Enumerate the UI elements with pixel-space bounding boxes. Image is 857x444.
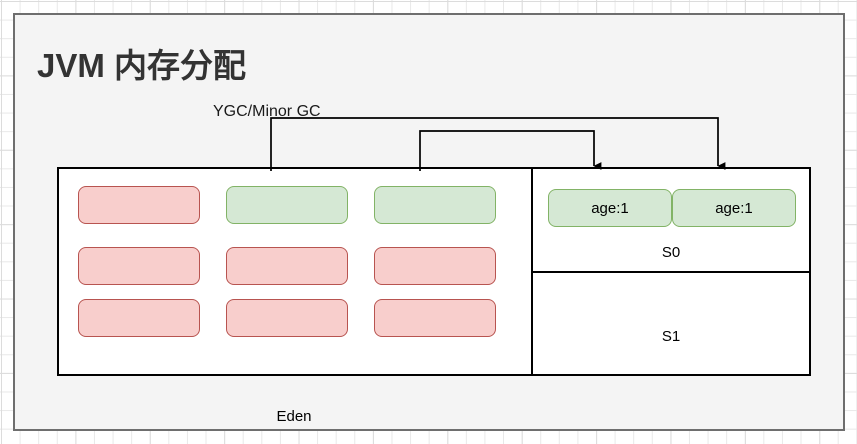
- eden-object-6[interactable]: [374, 247, 496, 285]
- eden-object-2[interactable]: [226, 186, 348, 224]
- eden-object-1[interactable]: [78, 186, 200, 224]
- survivor-object-1[interactable]: age:1: [548, 189, 672, 227]
- survivor-0-1-divider: [531, 271, 811, 273]
- eden-object-4[interactable]: [78, 247, 200, 285]
- survivor-object-2[interactable]: age:1: [672, 189, 796, 227]
- diagram-page: JVM 内存分配 YGC/Minor GC age:1 age:1 S0 S1 …: [13, 13, 845, 431]
- eden-object-7[interactable]: [78, 299, 200, 337]
- ygc-minor-gc-label: YGC/Minor GC: [213, 103, 321, 120]
- survivor-0-label: S0: [661, 244, 681, 261]
- page-title: JVM 内存分配: [37, 47, 247, 84]
- survivor-1-label: S1: [661, 328, 681, 345]
- eden-object-8[interactable]: [226, 299, 348, 337]
- eden-object-3[interactable]: [374, 186, 496, 224]
- eden-object-5[interactable]: [226, 247, 348, 285]
- eden-object-9[interactable]: [374, 299, 496, 337]
- eden-label: Eden: [276, 408, 312, 425]
